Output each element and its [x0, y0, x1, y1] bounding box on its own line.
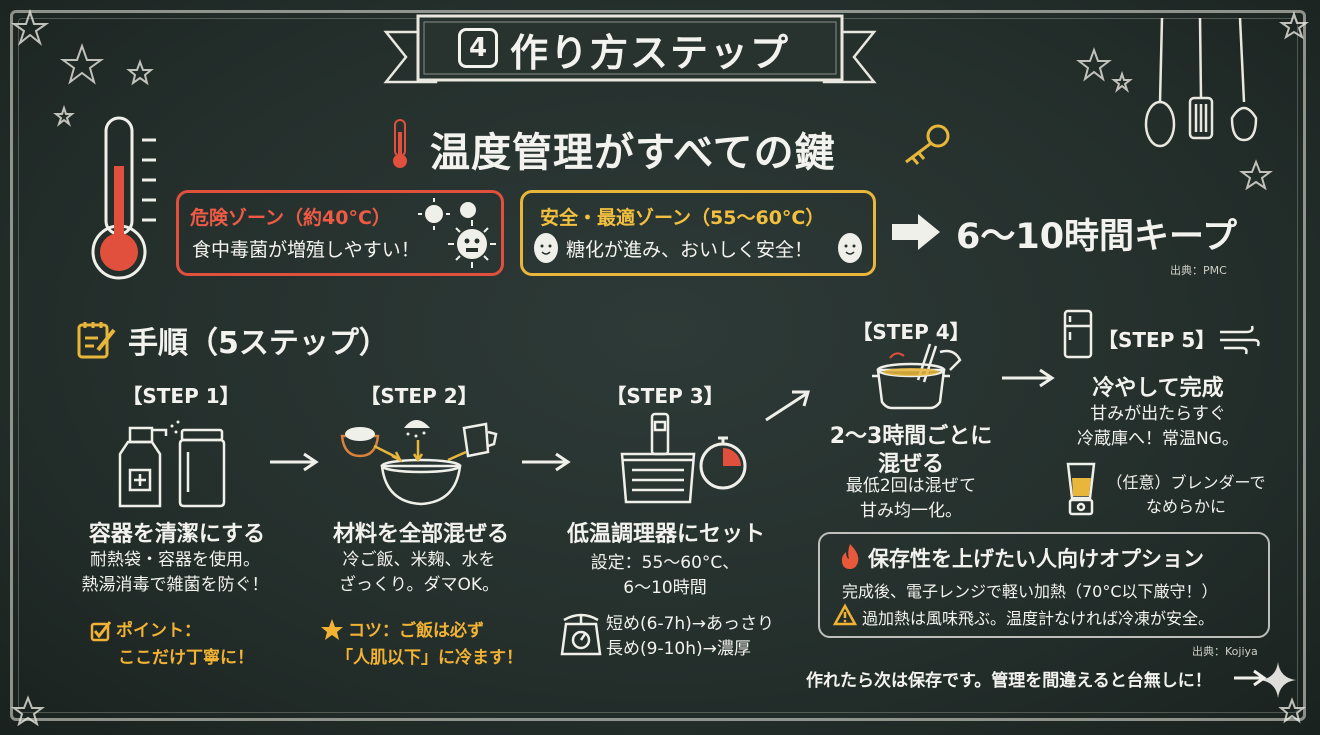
safe-zone-box	[520, 190, 876, 276]
star-icon	[1278, 697, 1306, 724]
step2-tip2: 「人肌以下」に冷ます！	[336, 648, 523, 668]
arrow-icon	[522, 452, 571, 472]
step3-title: 低温調理器にセット	[566, 522, 765, 547]
jar-icon	[178, 428, 226, 508]
arrow-icon	[1002, 368, 1055, 388]
step2-desc1: 冷ご飯、米麹、水を	[342, 550, 496, 570]
step3-desc1: 設定：55〜60°C、	[590, 553, 740, 573]
safe-zone-desc: 糖化が進み、おいしく安全！	[566, 239, 814, 261]
star-icon	[53, 104, 75, 127]
danger-zone-box	[176, 190, 504, 276]
star-icon	[126, 59, 154, 86]
star-icon	[59, 43, 105, 85]
safe-zone-title: 安全・最適ゾーン（55〜60°C）	[540, 207, 825, 229]
memo-icon	[77, 322, 116, 359]
star-icon	[1076, 47, 1112, 82]
step2-desc2: ざっくり。ダマOK。	[338, 575, 500, 595]
step4-title2: 混ぜる	[877, 452, 944, 477]
step4-label: 【STEP 4】	[852, 320, 970, 344]
arrow-icon	[1234, 669, 1267, 687]
utensils-icon	[1144, 17, 1258, 148]
procedure-title: 手順（5ステップ）	[128, 326, 389, 361]
source-pmc: 出典：PMC	[1170, 264, 1227, 277]
fridge-icon	[1063, 309, 1093, 359]
germ-icon	[418, 198, 496, 268]
arrow-icon	[270, 452, 319, 472]
measuring-cup-icon	[462, 422, 498, 458]
star-icon	[11, 695, 45, 727]
fire-icon	[841, 544, 859, 569]
step3-note2: 長め(9-10h)→濃厚	[606, 639, 751, 659]
wind-icon	[1220, 325, 1260, 355]
rice-bowl-icon	[340, 427, 380, 458]
arrow-icon	[892, 214, 940, 250]
step3-desc2: 6〜10時間	[623, 578, 707, 598]
title-banner	[383, 14, 877, 84]
timer-icon	[699, 436, 747, 490]
option-line2: 過加熱は風味飛ぶ。温度計なければ冷凍が安全。	[862, 609, 1215, 628]
small-thermometer-icon	[393, 119, 407, 168]
pot-icon	[872, 343, 962, 410]
step2-label: 【STEP 2】	[360, 384, 478, 408]
step5-desc2: 冷蔵庫へ！常温NG。	[1077, 429, 1239, 449]
star-icon	[10, 8, 50, 46]
mixing-bowl-icon	[340, 420, 498, 506]
temperature-heading: 温度管理がすべての鍵	[430, 130, 836, 176]
step2-title: 材料を全部混ぜる	[332, 522, 509, 547]
step5-title: 冷やして完成	[1092, 376, 1224, 401]
source-kojiya: 出典：Kojiya	[1192, 645, 1258, 658]
blender-icon	[1066, 462, 1096, 516]
keep-duration: 6〜10時間キープ	[956, 217, 1237, 257]
step4-desc1: 最低2回は混ぜて	[845, 476, 977, 496]
step1-tip2: ここだけ丁寧に！	[118, 648, 254, 668]
rice-grain-icon	[838, 233, 862, 263]
thermometer-icon	[91, 116, 156, 280]
step2-tip1: コツ：ご飯は必ず	[348, 621, 484, 641]
step3-label: 【STEP 3】	[606, 384, 724, 408]
step1-label: 【STEP 1】	[122, 384, 240, 408]
step-number-badge: 4	[458, 28, 498, 68]
step4-desc2: 甘み均一化。	[860, 501, 962, 521]
sous-vide-icon	[620, 412, 696, 504]
sparkle-icon	[1260, 662, 1296, 698]
step5-label: 【STEP 5】	[1098, 328, 1216, 352]
step5-desc1: 甘みが出たらすぐ	[1090, 404, 1226, 424]
star-icon	[1239, 159, 1273, 191]
step1-title: 容器を清潔にする	[88, 522, 266, 547]
option-line1: 完成後、電子レンジで軽い加熱（70°C以下厳守！）	[842, 582, 1218, 601]
rice-grain-icon	[534, 233, 558, 263]
option-title: 保存性を上げたい人向けオプション	[868, 547, 1204, 571]
warning-icon	[832, 603, 858, 626]
danger-zone-title: 危険ゾーン（約40°C）	[190, 207, 391, 229]
step1-desc1: 耐熱袋・容器を使用。	[90, 550, 260, 570]
key-icon	[905, 124, 950, 165]
step3-note1: 短め(6-7h)→あっさり	[606, 614, 775, 634]
step1-desc2: 熱湯消毒で雑菌を防ぐ！	[81, 575, 269, 595]
spray-bottle-icon	[118, 420, 180, 508]
page-title: 作り方ステップ	[510, 31, 791, 75]
checkbox-icon	[90, 621, 112, 642]
arrow-icon	[765, 390, 810, 422]
step5-note2: なめらかに	[1145, 497, 1226, 516]
scale-icon	[560, 613, 602, 656]
footer-message: 作れたら次は保存です。管理を間違えると台無しに！	[806, 671, 1212, 691]
step4-title1: 2〜3時間ごとに	[829, 424, 993, 449]
step5-note1: （任意）ブレンダーで	[1106, 473, 1266, 492]
star-icon	[321, 619, 343, 640]
star-icon	[1111, 70, 1133, 93]
danger-zone-desc: 食中毒菌が増殖しやすい！	[192, 239, 420, 261]
step1-tip1: ポイント：	[116, 621, 201, 641]
star-icon	[1278, 10, 1310, 40]
board-frame	[10, 10, 1306, 721]
option-box	[818, 532, 1270, 638]
